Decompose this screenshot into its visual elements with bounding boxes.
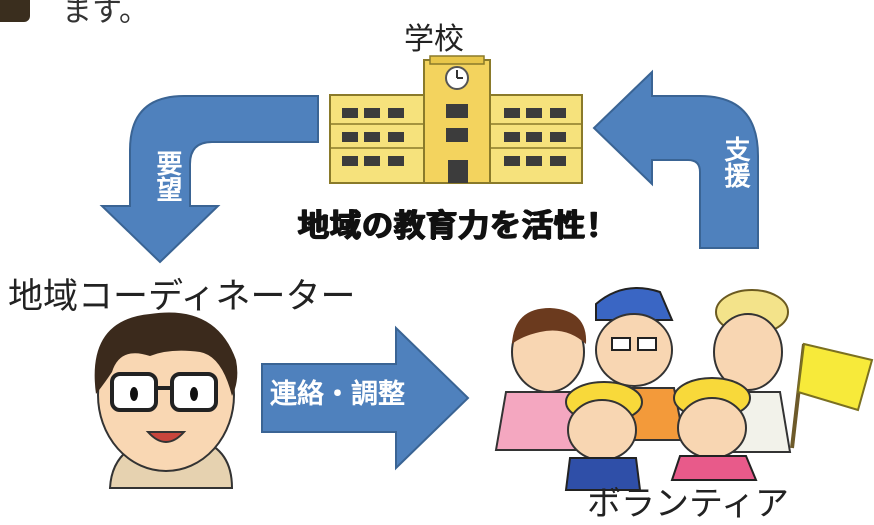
liaison-arrow bbox=[261, 325, 470, 471]
volunteers-group-icon bbox=[494, 287, 874, 491]
school-label: 学校 bbox=[404, 22, 464, 57]
support-arrow-label: 支援 bbox=[720, 136, 750, 188]
top-text-fragment: ます。 bbox=[62, 0, 149, 29]
school-building-icon bbox=[329, 55, 583, 184]
request-arrow bbox=[99, 95, 319, 264]
coordinator-avatar-icon bbox=[94, 312, 238, 489]
request-arrow-label: 要望 bbox=[152, 150, 182, 202]
slogan-text: 地域の教育力を活性！ bbox=[298, 208, 618, 244]
support-arrow bbox=[592, 69, 759, 249]
corner-photo-fragment bbox=[0, 0, 30, 22]
volunteer-label: ボランティア bbox=[587, 484, 789, 524]
coordinator-label: 地域コーディネーター bbox=[8, 277, 356, 317]
liaison-arrow-label: 連絡・調整 bbox=[270, 379, 405, 410]
